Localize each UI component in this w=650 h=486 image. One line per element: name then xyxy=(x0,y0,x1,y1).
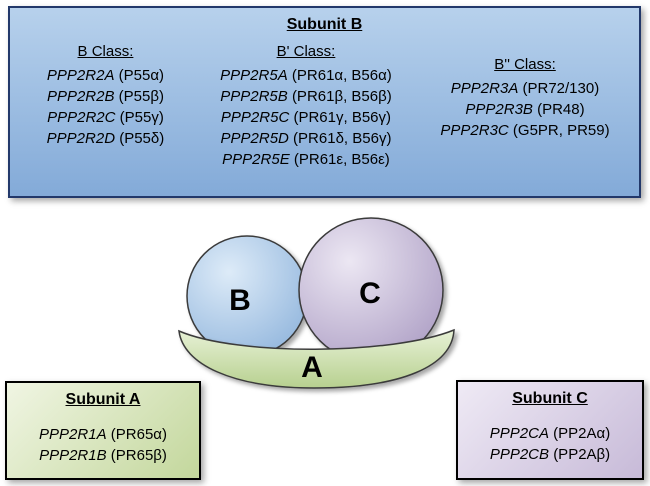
gene-symbol: PPP2R5A xyxy=(220,67,288,84)
gene-symbol: PPP2R1B xyxy=(39,447,107,464)
protein-alias: (P55α) xyxy=(118,67,164,84)
subunit-c-box: Subunit C PPP2CA (PP2Aα) PPP2CB (PP2Aβ) xyxy=(456,380,644,480)
b-prime-class-column: B' Class: PPP2R5A (PR61α, B56α) PPP2R5B … xyxy=(195,41,417,170)
gene-symbol: PPP2R3C xyxy=(440,122,509,139)
gene-entry: PPP2R3B (PR48) xyxy=(417,99,633,120)
gene-entry: PPP2R3C (G5PR, PR59) xyxy=(417,120,633,141)
protein-alias: (PP2Aα) xyxy=(553,425,611,442)
protein-alias: (G5PR, PR59) xyxy=(512,122,610,139)
protein-alias: (P55γ) xyxy=(119,109,164,126)
subunit-b-title: Subunit B xyxy=(286,16,363,33)
circle-c-label: C xyxy=(359,277,381,310)
gene-symbol: PPP2R5C xyxy=(220,109,290,126)
protein-alias: (PR61ε, B56ε) xyxy=(293,151,390,168)
gene-symbol: PPP2CB xyxy=(489,446,550,463)
gene-entry: PPP2R5C (PR61γ, B56γ) xyxy=(195,107,417,128)
subunit-a-crescent xyxy=(178,328,455,389)
protein-alias: (PP2Aβ) xyxy=(553,446,611,463)
protein-alias: (PR61γ, B56γ) xyxy=(293,109,392,126)
gene-entry: PPP2R5A (PR61α, B56α) xyxy=(195,65,417,86)
holoenzyme-diagram: B C A xyxy=(152,216,502,402)
gene-symbol: PPP2CA xyxy=(489,425,549,442)
circle-b-label: B xyxy=(229,284,251,317)
gene-entry: PPP2CB (PP2Aβ) xyxy=(458,444,642,465)
gene-entry: PPP2R3A (PR72/130) xyxy=(417,78,633,99)
subunit-c-title: Subunit C xyxy=(512,390,588,407)
protein-alias: (PR61δ, B56γ) xyxy=(293,130,392,147)
gene-entry: PPP2R2B (P55β) xyxy=(16,86,195,107)
b-doubleprime-class-header: B'' Class: xyxy=(494,56,556,73)
gene-entry: PPP2R2A (P55α) xyxy=(16,65,195,86)
gene-entry: PPP2R5D (PR61δ, B56γ) xyxy=(195,128,417,149)
protein-alias: (PR65β) xyxy=(110,447,167,464)
b-prime-class-header: B' Class: xyxy=(276,43,336,60)
gene-entry: PPP2CA (PP2Aα) xyxy=(458,423,642,444)
b-class-header: B Class: xyxy=(77,43,134,60)
protein-alias: (P55δ) xyxy=(119,130,165,147)
gene-symbol: PPP2R5D xyxy=(220,130,289,147)
holoenzyme-svg: B C A xyxy=(178,217,455,389)
gene-entry: PPP2R5E (PR61ε, B56ε) xyxy=(195,149,417,170)
gene-entry: PPP2R2D (P55δ) xyxy=(16,128,195,149)
gene-symbol: PPP2R2B xyxy=(46,88,115,105)
gene-symbol: PPP2R5B xyxy=(220,88,288,105)
protein-alias: (PR61β, B56β) xyxy=(291,88,392,105)
protein-alias: (PR65α) xyxy=(110,426,167,443)
b-class-column: B Class: PPP2R2A (P55α) PPP2R2B (P55β) P… xyxy=(16,41,195,170)
protein-alias: (PR72/130) xyxy=(522,80,600,97)
gene-symbol: PPP2R2C xyxy=(47,109,116,126)
subunit-a-items: PPP2R1A (PR65α) PPP2R1B (PR65β) xyxy=(7,424,199,466)
gene-symbol: PPP2R5E xyxy=(222,151,290,168)
protein-alias: (PR61α, B56α) xyxy=(291,67,392,84)
protein-alias: (PR48) xyxy=(537,101,585,118)
subunit-a-title: Subunit A xyxy=(65,391,141,408)
gene-entry: PPP2R1A (PR65α) xyxy=(7,424,199,445)
subunit-b-columns: B Class: PPP2R2A (P55α) PPP2R2B (P55β) P… xyxy=(10,34,639,170)
crescent-a-label: A xyxy=(301,351,323,384)
subunit-c-items: PPP2CA (PP2Aα) PPP2CB (PP2Aβ) xyxy=(458,423,642,465)
gene-entry: PPP2R2C (P55γ) xyxy=(16,107,195,128)
gene-symbol: PPP2R2A xyxy=(46,67,115,84)
gene-symbol: PPP2R1A xyxy=(39,426,107,443)
gene-symbol: PPP2R3A xyxy=(450,80,519,97)
gene-entry: PPP2R1B (PR65β) xyxy=(7,445,199,466)
b-doubleprime-class-column: B'' Class: PPP2R3A (PR72/130) PPP2R3B (P… xyxy=(417,41,633,170)
gene-symbol: PPP2R3B xyxy=(465,101,533,118)
gene-symbol: PPP2R2D xyxy=(46,130,116,147)
gene-entry: PPP2R5B (PR61β, B56β) xyxy=(195,86,417,107)
subunit-b-box: Subunit B B Class: PPP2R2A (P55α) PPP2R2… xyxy=(8,6,641,198)
protein-alias: (P55β) xyxy=(118,88,164,105)
subunit-a-box: Subunit A PPP2R1A (PR65α) PPP2R1B (PR65β… xyxy=(5,381,201,480)
